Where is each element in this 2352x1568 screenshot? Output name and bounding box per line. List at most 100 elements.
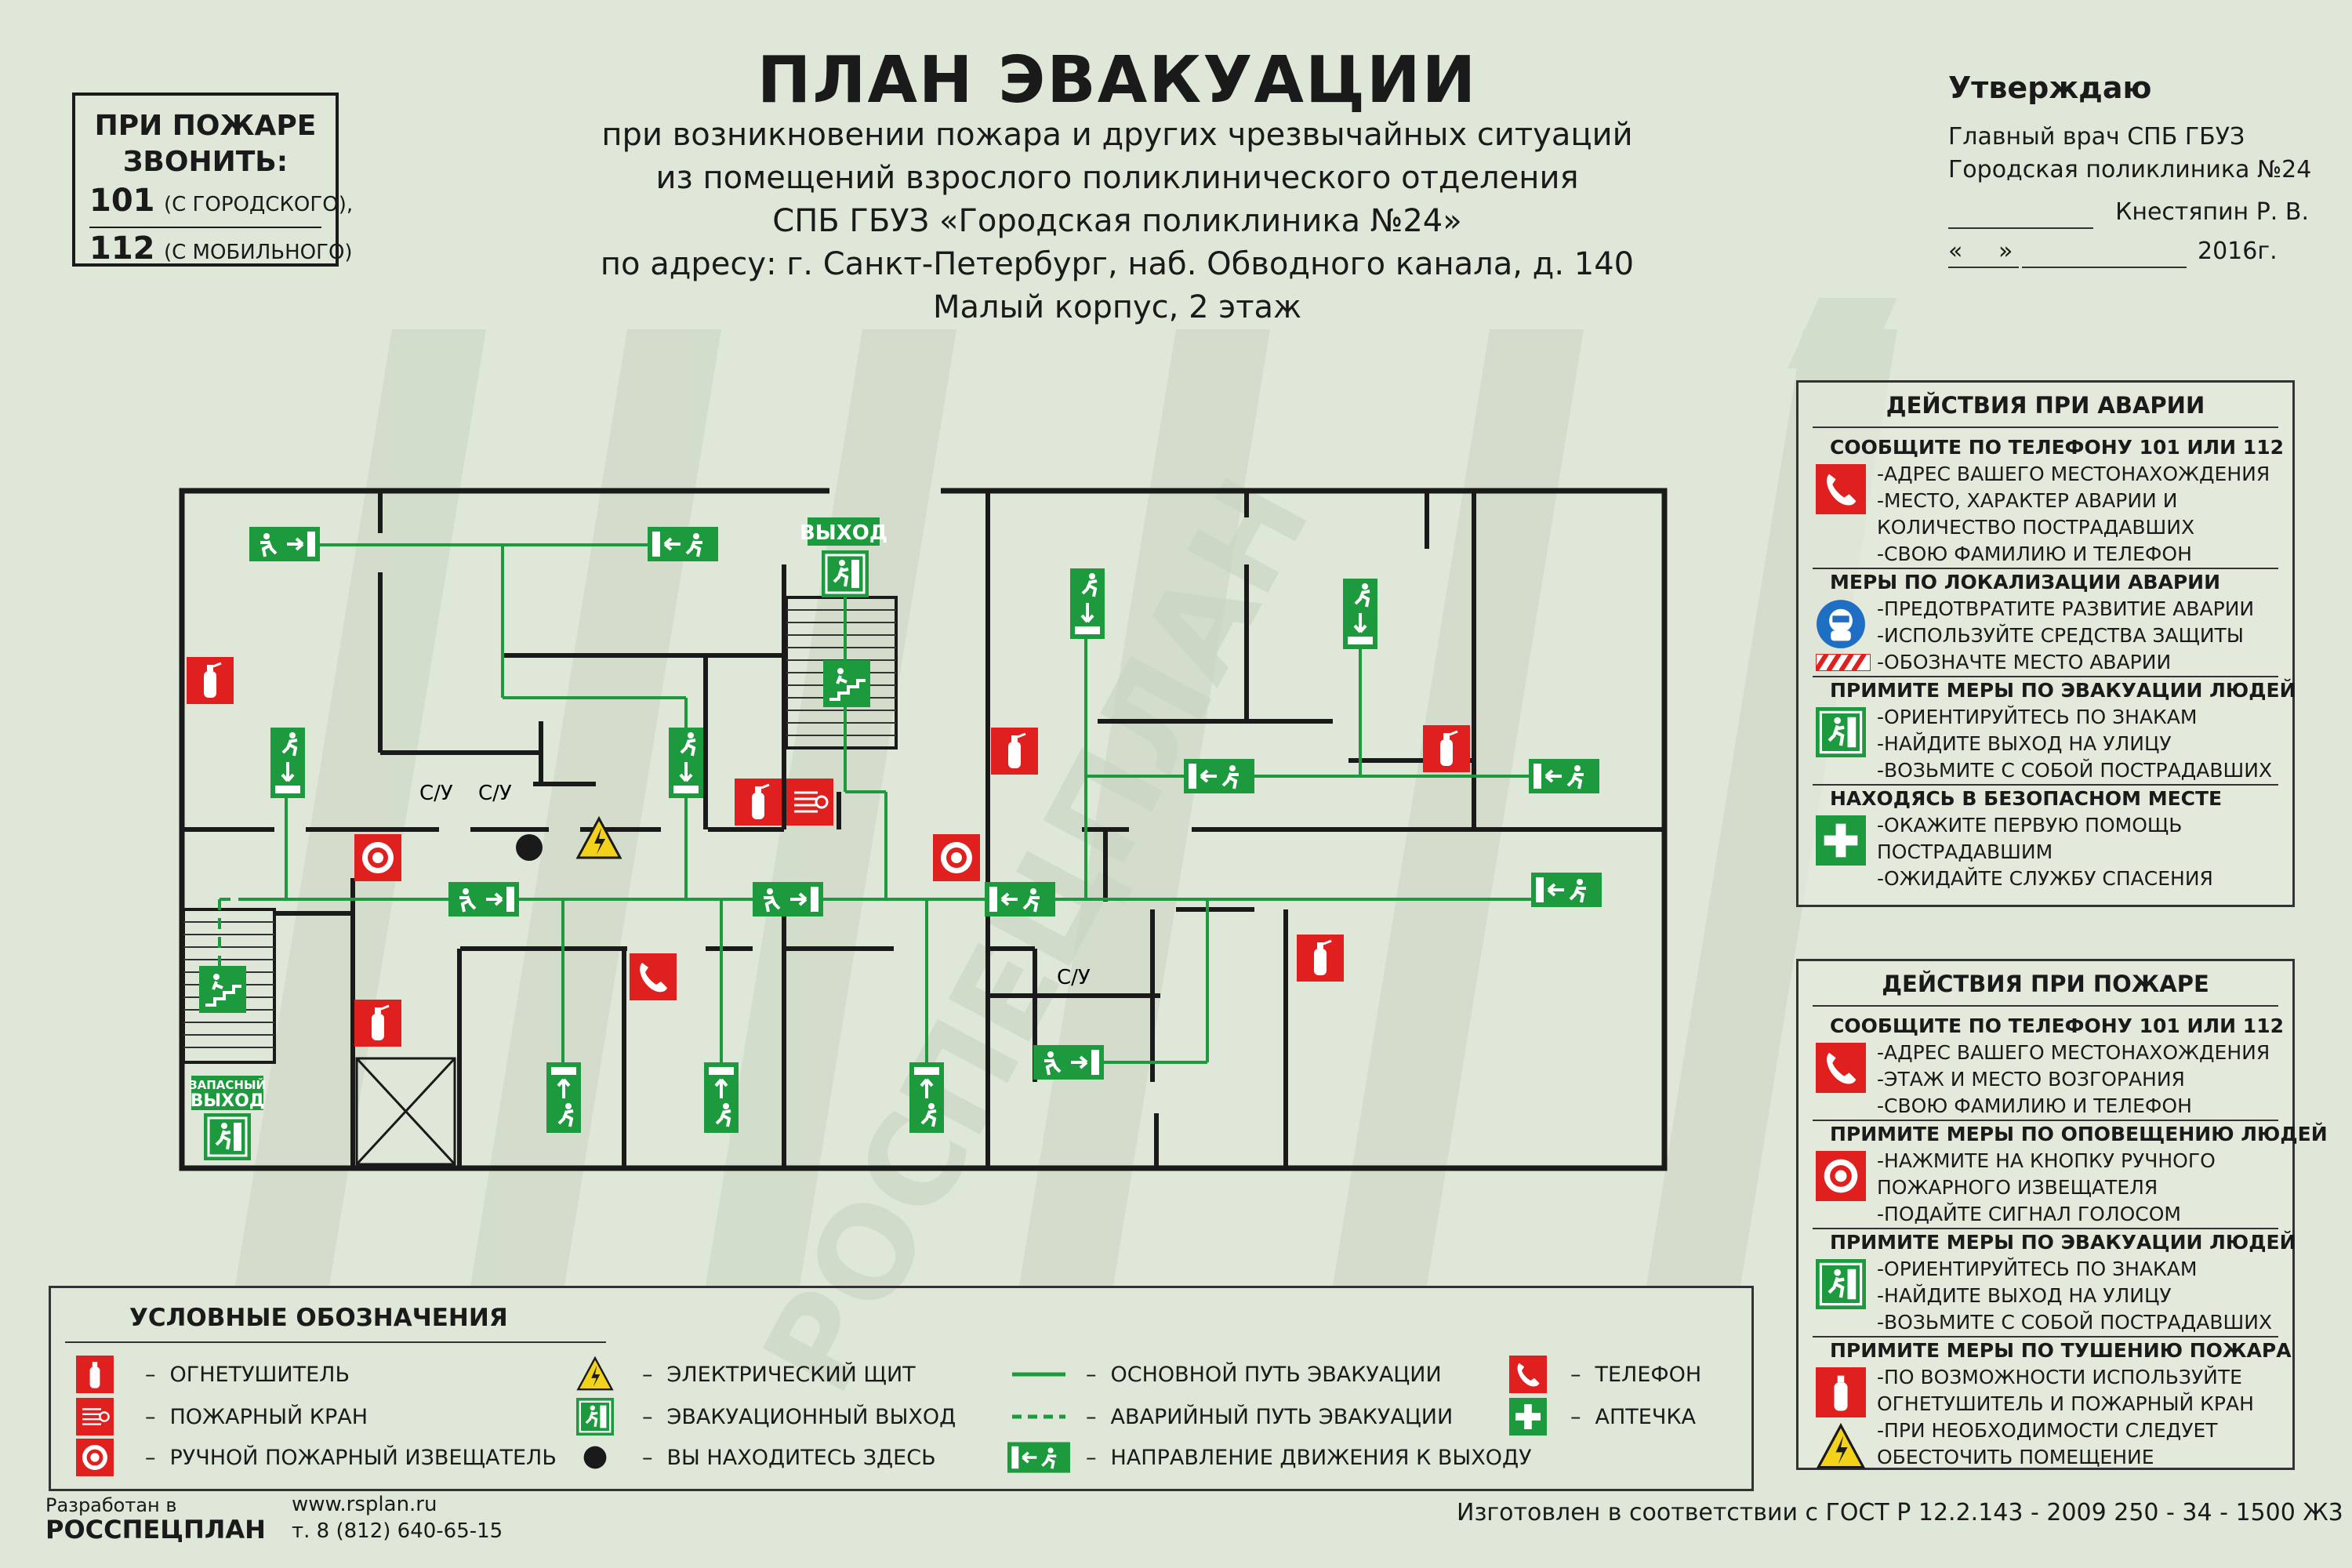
fire-panel-heading: ДЕЙСТВИЯ ПРИ ПОЖАРЕ — [1882, 971, 2209, 997]
direction-sign — [1529, 759, 1599, 793]
approval-line1: Главный врач СПБ ГБУЗ — [1948, 123, 2245, 151]
call-divider — [89, 227, 321, 228]
fire-alarm-icon — [933, 834, 980, 881]
panel-divider — [1813, 426, 2278, 428]
legend-dash: – — [1086, 1362, 1097, 1387]
accident-section-title: НАХОДЯСЬ В БЕЗОПАСНОМ МЕСТЕ — [1830, 787, 2223, 810]
call-row-city: 101 (С ГОРОДСКОГО), — [89, 180, 353, 225]
fire-alarm-icon — [76, 1439, 114, 1476]
first-aid-icon — [1509, 1398, 1547, 1436]
panel-line: -ПО ВОЗМОЖНОСТИ ИСПОЛЬЗУЙТЕ — [1877, 1366, 2242, 1388]
fire-section-lines: -АДРЕС ВАШЕГО МЕСТОНАХОЖДЕНИЯ -ЭТАЖ И МЕ… — [1877, 1040, 2270, 1120]
fire-actions-panel: ДЕЙСТВИЯ ПРИ ПОЖАРЕ СООБЩИТЕ ПО ТЕЛЕФОНУ… — [1796, 959, 2328, 1472]
panel-line: -НАЖМИТЕ НА КНОПКУ РУЧНОГО — [1877, 1149, 2216, 1172]
legend-box: УСЛОВНЫЕ ОБОЗНАЧЕНИЯ – ОГНЕТУШИТЕЛЬ – ПО… — [49, 1286, 1754, 1491]
date-month-line — [2022, 267, 2187, 268]
call-row-mobile: 112 (С МОБИЛЬНОГО) — [89, 228, 353, 273]
legend-label: НАПРАВЛЕНИЕ ДВИЖЕНИЯ К ВЫХОДУ — [1110, 1445, 1532, 1470]
accident-section-title: СООБЩИТЕ ПО ТЕЛЕФОНУ 101 ИЛИ 112 — [1830, 436, 2284, 459]
panel-line: -ОЖИДАЙТЕ СЛУЖБУ СПАСЕНИЯ — [1877, 867, 2213, 890]
fire-section-alarm: -НАЖМИТЕ НА КНОПКУ РУЧНОГО ПОЖАРНОГО ИЗВ… — [1798, 1148, 2292, 1228]
subtitle-line: Малый корпус, 2 этаж — [932, 289, 1302, 325]
electric-panel-icon — [576, 817, 622, 859]
panel-line: ОБЕСТОЧИТЬ ПОМЕЩЕНИЕ — [1877, 1446, 2154, 1468]
direction-sign — [249, 527, 320, 561]
direction-sign — [753, 882, 823, 916]
legend-item-direction: – НАПРАВЛЕНИЕ ДВИЖЕНИЯ К ВЫХОДУ — [1007, 1439, 1532, 1476]
wc-label: С/У — [1057, 966, 1091, 989]
electric-panel-icon — [576, 1356, 614, 1391]
direction-sign — [1184, 759, 1254, 793]
panel-line: -МЕСТО, ХАРАКТЕР АВАРИИ И — [1877, 489, 2178, 512]
panel-line: -ОРИЕНТИРУЙТЕСЬ ПО ЗНАКАМ — [1877, 1258, 2198, 1280]
legend-label: ОСНОВНОЙ ПУТЬ ЭВАКУАЦИИ — [1110, 1362, 1442, 1387]
panel-line: -ВОЗЬМИТЕ С СОБОЙ ПОСТРАДАВШИХ — [1877, 1311, 2273, 1334]
accident-section-lines: -ОРИЕНТИРУЙТЕСЬ ПО ЗНАКАМ -НАЙДИТЕ ВЫХОД… — [1877, 704, 2272, 784]
legend-dash: – — [1570, 1362, 1581, 1387]
legend-item-extinguisher: – ОГНЕТУШИТЕЛЬ — [76, 1356, 350, 1393]
direction-sign — [669, 728, 703, 798]
approval-signer: Кнестяпин Р. В. — [2115, 198, 2309, 226]
wc-label: С/У — [478, 782, 512, 805]
panel-line: -ОКАЖИТЕ ПЕРВУЮ ПОМОЩЬ — [1877, 814, 2183, 837]
fire-section-title: ПРИМИТЕ МЕРЫ ПО ЭВАКУАЦИИ ЛЮДЕЙ — [1830, 1231, 2296, 1254]
accident-section-lines: -АДРЕС ВАШЕГО МЕСТОНАХОЖДЕНИЯ -МЕСТО, ХА… — [1877, 461, 2270, 568]
panel-line: -ОРИЕНТИРУЙТЕСЬ ПО ЗНАКАМ — [1877, 706, 2198, 728]
panel-divider — [1813, 1228, 2278, 1229]
panel-line: -ИСПОЛЬЗУЙТЕ СРЕДСТВА ЗАЩИТЫ — [1877, 624, 2244, 647]
legend-dash: – — [1086, 1445, 1097, 1470]
panel-line: ПОСТРАДАВШИМ — [1877, 840, 2053, 863]
panel-line: ПОЖАРНОГО ИЗВЕЩАТЕЛЯ — [1877, 1176, 2158, 1199]
extinguisher-icon — [1423, 725, 1470, 772]
exit-label-box — [808, 517, 880, 546]
direction-sign — [270, 728, 305, 798]
call-number-101: 101 — [89, 183, 155, 219]
accident-section-lines: -ОКАЖИТЕ ПЕРВУЮ ПОМОЩЬ ПОСТРАДАВШИМ -ОЖИ… — [1877, 812, 2213, 892]
spare-exit-label-2: ВЫХОД — [191, 1091, 265, 1111]
direction-sign — [985, 882, 1055, 916]
legend-dash: – — [145, 1362, 156, 1387]
fire-section-evacuation: -ОРИЕНТИРУЙТЕСЬ ПО ЗНАКАМ -НАЙДИТЕ ВЫХОД… — [1798, 1256, 2292, 1336]
legend-dash: – — [145, 1404, 156, 1429]
legend-label: ВЫ НАХОДИТЕСЬ ЗДЕСЬ — [666, 1445, 936, 1470]
panel-line: -ПОДАЙТЕ СИГНАЛ ГОЛОСОМ — [1877, 1203, 2182, 1225]
legend-label: ТЕЛЕФОН — [1595, 1362, 1702, 1387]
subtitle-line: при возникновении пожара и других чрезвы… — [601, 117, 1633, 153]
phone-icon — [1816, 1043, 1866, 1093]
legend-item-here: – ВЫ НАХОДИТЕСЬ ЗДЕСЬ — [575, 1439, 936, 1476]
you-are-here-icon — [583, 1446, 607, 1469]
fire-alarm-icon — [354, 834, 401, 881]
subtitle: при возникновении пожара и других чрезвы… — [549, 114, 1686, 329]
call-number-112: 112 — [89, 230, 155, 267]
fire-section-lines: -НАЖМИТЕ НА КНОПКУ РУЧНОГО ПОЖАРНОГО ИЗВ… — [1877, 1148, 2216, 1228]
accident-section-title: МЕРЫ ПО ЛОКАЛИЗАЦИИ АВАРИИ — [1830, 571, 2221, 593]
legend-label: ЭВАКУАЦИОННЫЙ ВЫХОД — [666, 1404, 956, 1429]
fire-section-phone: -АДРЕС ВАШЕГО МЕСТОНАХОЖДЕНИЯ -ЭТАЖ И МЕ… — [1798, 1040, 2292, 1120]
panel-line-row: -ОБОЗНАЧТЕ МЕСТО АВАРИИ — [1816, 649, 2254, 676]
exit-icon — [576, 1398, 614, 1436]
approval-line2: Городская поликлиника №24 — [1948, 156, 2312, 183]
fire-section-lines: -ПО ВОЗМОЖНОСТИ ИСПОЛЬЗУЙТЕ ОГНЕТУШИТЕЛЬ… — [1877, 1364, 2254, 1471]
accident-section-protection: -ПРЕДОТВРАТИТЕ РАЗВИТИЕ АВАРИИ -ИСПОЛЬЗУ… — [1798, 596, 2292, 676]
legend-label: ОГНЕТУШИТЕЛЬ — [169, 1362, 350, 1387]
exit-label: ВЫХОД — [800, 521, 887, 545]
phone-icon — [630, 953, 677, 1000]
protection-icon — [1817, 600, 1865, 648]
panel-line: -НАЙДИТЕ ВЫХОД НА УЛИЦУ — [1877, 732, 2172, 755]
panel-divider — [1813, 784, 2278, 786]
first-aid-icon — [1816, 815, 1866, 866]
call-heading-1: ПРИ ПОЖАРЕ — [94, 110, 317, 142]
electric-panel-icon — [1816, 1422, 1866, 1469]
gost-note: Изготовлен в соответствии с ГОСТ Р 12.2.… — [1457, 1499, 2343, 1526]
legend-label: АПТЕЧКА — [1595, 1404, 1696, 1429]
legend-dash: – — [642, 1404, 653, 1429]
extinguisher-icon — [735, 779, 782, 826]
accident-section-safe: -ОКАЖИТЕ ПЕРВУЮ ПОМОЩЬ ПОСТРАДАВШИМ -ОЖИ… — [1798, 812, 2292, 892]
panel-line: -ОБОЗНАЧТЕ МЕСТО АВАРИИ — [1877, 651, 2172, 673]
extinguish-icons — [1816, 1367, 1866, 1472]
legend-dash: – — [1570, 1404, 1581, 1429]
phone-icon — [1509, 1356, 1547, 1393]
panel-line: -СВОЮ ФАМИЛИЮ И ТЕЛЕФОН — [1877, 543, 2192, 565]
legend-item-aid: – АПТЕЧКА — [1509, 1398, 1696, 1436]
developer-site[interactable]: www.rsplan.ru — [292, 1493, 437, 1516]
